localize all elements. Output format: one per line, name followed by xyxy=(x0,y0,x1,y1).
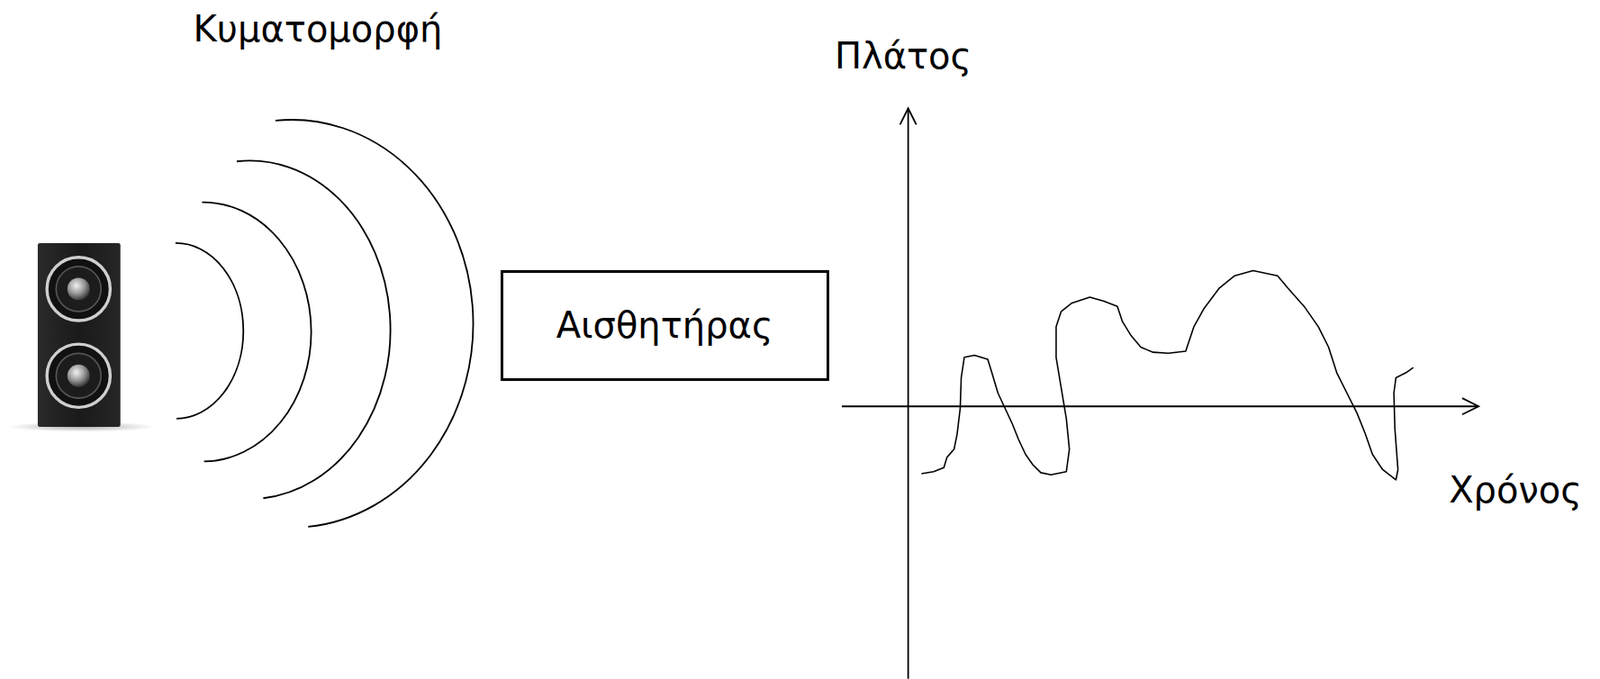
speaker-driver xyxy=(46,257,110,321)
sensor-box: Αισθητήρας xyxy=(500,270,830,381)
speaker-cone xyxy=(55,266,101,312)
text-label: Κυματομορφή xyxy=(193,8,443,50)
axis-label: Χρόνος xyxy=(1448,469,1582,511)
axis-arrowhead xyxy=(1462,397,1479,415)
speaker-cone xyxy=(55,352,101,398)
wave-arc xyxy=(275,119,474,527)
waveform xyxy=(921,271,1413,480)
text-label: Πλάτος xyxy=(834,35,972,77)
wave-arc xyxy=(175,243,244,419)
text-label: Χρόνος xyxy=(1448,469,1582,511)
axis-arrowhead xyxy=(900,108,917,125)
speaker-cabinet xyxy=(37,243,121,427)
speaker-dome xyxy=(67,364,91,388)
wave-arc xyxy=(236,160,391,498)
sound-waves xyxy=(175,119,474,527)
axis-label: Πλάτος xyxy=(834,35,972,77)
axes xyxy=(841,108,1479,679)
wave-arc xyxy=(201,202,311,462)
speaker-dome xyxy=(67,277,91,300)
box-label: Αισθητήρας xyxy=(556,304,774,346)
time-axis xyxy=(841,405,1479,407)
speaker-icon xyxy=(8,243,155,433)
waveform-title: Κυματομορφή xyxy=(193,8,443,50)
speaker-driver xyxy=(46,343,110,407)
amplitude-axis xyxy=(907,108,910,679)
